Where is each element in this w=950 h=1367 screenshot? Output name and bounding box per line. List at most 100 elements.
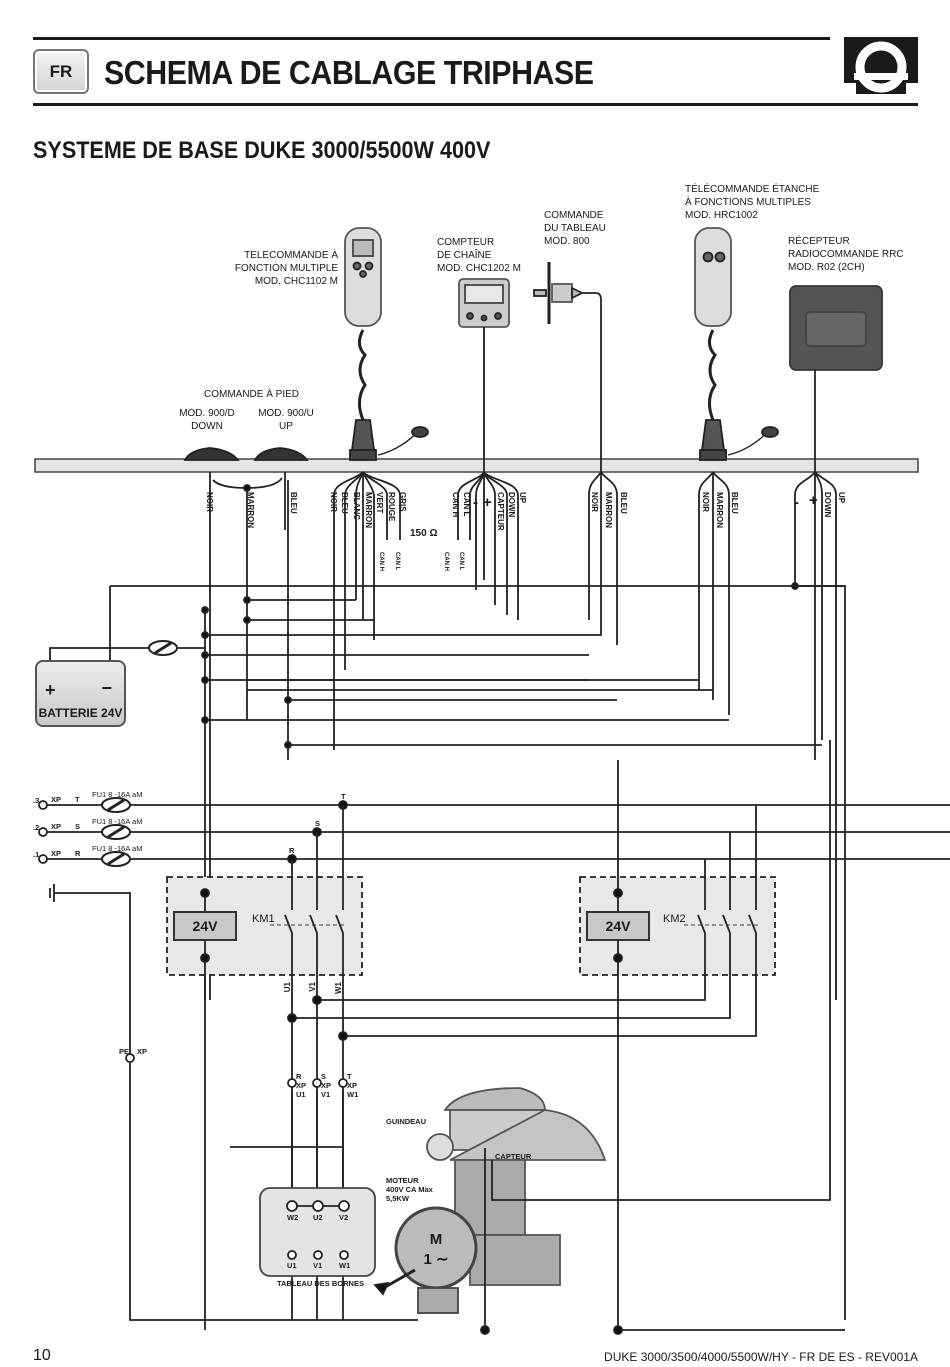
- windlass-device: [426, 1087, 607, 1286]
- can-label: CAN L: [394, 552, 400, 571]
- wire-label: -: [473, 494, 478, 511]
- wire-label: NOIR: [590, 492, 599, 512]
- quick-logo-icon: [844, 37, 918, 94]
- wire-label: NOIR: [329, 492, 338, 512]
- sensor-label: CAPTEUR: [495, 1152, 532, 1161]
- foot-up-label: MOD. 900/U UP: [256, 407, 316, 433]
- wire-label: CAN H: [451, 492, 460, 518]
- header-rule-bottom: [33, 103, 918, 106]
- remote-chc-device: [344, 227, 429, 461]
- label-line: TÉLÉCOMMANDE ÉTANCHE: [685, 184, 820, 195]
- wire-label: DOWN: [507, 492, 516, 518]
- label-line: 5,5KW: [386, 1194, 409, 1203]
- remote-chc-label: TELECOMMANDE À FONCTION MULTIPLE MOD. CH…: [210, 249, 338, 288]
- label-line: DE CHAÎNE: [437, 250, 492, 261]
- tap-label: R: [289, 846, 295, 855]
- board-terminal: U1: [287, 1261, 297, 1270]
- supply-phase: S: [75, 822, 81, 831]
- label-line: UP: [279, 421, 293, 432]
- foot-switch-up: [253, 447, 309, 461]
- label-line: DU TABLEAU: [544, 223, 606, 234]
- foot-switch-title: COMMANDE À PIED: [204, 389, 300, 400]
- km1-output: W1: [334, 982, 343, 994]
- label-line: MOD. CHC1202 M: [437, 263, 521, 274]
- km1-coil: 24V: [173, 911, 237, 941]
- supply-phase: R: [75, 849, 81, 858]
- label-line: TELECOMMANDE À: [244, 250, 338, 261]
- foot-down-label: MOD. 900/D DOWN: [178, 407, 236, 433]
- can-label: CAN L: [458, 552, 464, 571]
- label-line: MOD. 900/U: [258, 408, 314, 419]
- chain-counter-device: [458, 278, 510, 328]
- termination-resistor-label: 150 Ω: [410, 528, 438, 539]
- battery-minus: −: [101, 678, 112, 698]
- label-line: MOTEUR: [386, 1176, 419, 1185]
- label-line: MOD. 900/D: [179, 408, 235, 419]
- label-line: MOD. R02 (2CH): [788, 262, 865, 273]
- tap-label: T: [341, 792, 346, 801]
- label-line: À FONCTIONS MULTIPLES: [685, 197, 811, 208]
- wire-label: NOIR: [701, 492, 710, 512]
- label-line: S: [321, 1072, 327, 1081]
- header-rule-top: [33, 37, 830, 40]
- motor-symbol-ac: 1 ∼: [423, 1251, 449, 1268]
- wire-label: BLEU: [289, 492, 298, 514]
- supply-xp: XP: [51, 795, 62, 804]
- km2-label: KM2: [663, 913, 686, 925]
- fuse-label: FU1 8 -16A aM: [92, 790, 143, 799]
- deck-panel: [34, 458, 919, 473]
- label-line: COMMANDE: [544, 210, 604, 221]
- label-line: T: [347, 1072, 352, 1081]
- label-line: U1: [296, 1090, 306, 1099]
- battery-plus: +: [45, 680, 56, 700]
- supply-xp: XP: [51, 849, 62, 858]
- label-line: MOD. CHC1102 M: [254, 276, 338, 287]
- wire-label: GRIS: [398, 492, 407, 512]
- battery: + − BATTERIE 24V: [35, 660, 126, 727]
- label-line: W1: [347, 1090, 359, 1099]
- wire-label: BLANC: [352, 492, 361, 520]
- board-terminal: V1: [313, 1261, 323, 1270]
- receiver-label: RÉCEPTEUR RADIOCOMMANDE RRC MOD. R02 (2C…: [788, 235, 904, 274]
- motor-device: [394, 1206, 478, 1314]
- supply-terminal: .3: [33, 796, 40, 805]
- wire-label: MARRON: [715, 492, 724, 528]
- terminal-t-label: T XP W1: [347, 1072, 358, 1099]
- label-line: XP: [347, 1081, 358, 1090]
- remote-hrc-device: [694, 227, 779, 461]
- supply-terminal: .1: [33, 850, 40, 859]
- foot-switch-down: [183, 447, 240, 461]
- board-terminal: V2: [339, 1213, 349, 1222]
- label-line: R: [296, 1072, 302, 1081]
- tap-label: S: [315, 819, 321, 828]
- label-line: MOD. 800: [544, 236, 590, 247]
- wire-label: UP: [518, 492, 527, 504]
- label-line: DOWN: [191, 421, 223, 432]
- wire-label: -: [794, 494, 799, 511]
- board-terminal: U2: [313, 1213, 323, 1222]
- board-terminal: W2: [287, 1213, 299, 1222]
- label-line: COMPTEUR: [437, 237, 495, 248]
- windlass-label: GUINDEAU: [386, 1117, 427, 1126]
- supply-phase: T: [75, 795, 80, 804]
- wire-label: ROUGE: [387, 492, 396, 522]
- wire-label: MARRON: [246, 492, 255, 528]
- page-number: 10: [33, 1347, 51, 1364]
- wire-label: BLEU: [619, 492, 628, 514]
- board-terminal: W1: [339, 1261, 351, 1270]
- supply-xp: XP: [51, 822, 62, 831]
- supply-terminal: .2: [33, 823, 40, 832]
- km2-coil: 24V: [586, 911, 650, 941]
- motor-symbol-m: M: [429, 1231, 443, 1248]
- wire-label: VERT: [375, 492, 384, 514]
- label-line: V1: [321, 1090, 331, 1099]
- km1-output: U1: [283, 982, 292, 993]
- wire-label: UP: [837, 492, 846, 504]
- wire-label: BLEU: [730, 492, 739, 514]
- wire-label: CAN L: [462, 492, 471, 517]
- diagram-subtitle: SYSTEME DE BASE DUKE 3000/5500W 400V: [33, 137, 491, 164]
- terminal-s-label: S XP V1: [321, 1072, 331, 1099]
- terminal-board-title: TABLEAU DES BORNES: [277, 1279, 364, 1288]
- label-line: FONCTION MULTIPLE: [234, 263, 338, 274]
